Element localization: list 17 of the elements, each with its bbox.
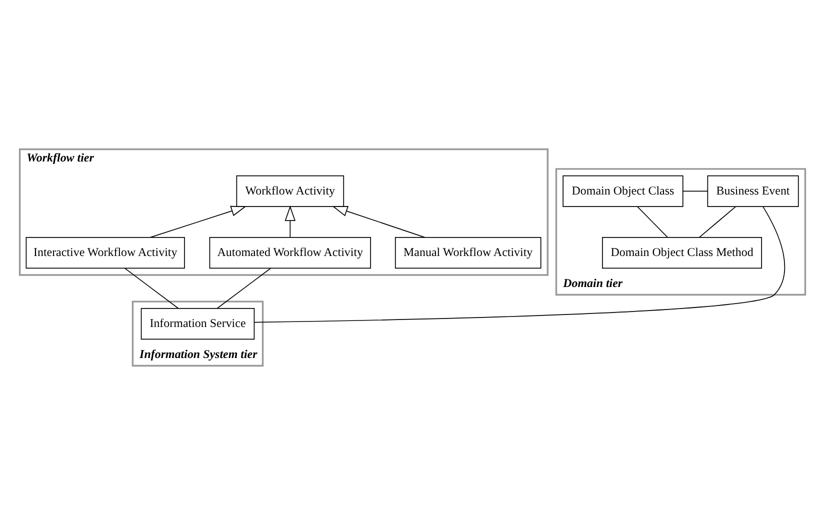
node-box: Domain Object Class Method — [602, 236, 762, 269]
node-box: Interactive Workflow Activity — [26, 236, 185, 269]
node-box: Workflow Activity — [236, 175, 344, 208]
node-box: Information Service — [140, 308, 255, 340]
node-box: Automated Workflow Activity — [209, 236, 371, 269]
connector — [698, 206, 736, 238]
arrow — [284, 206, 296, 238]
connector — [637, 206, 668, 238]
node-box: Business Event — [707, 175, 799, 208]
connector — [254, 206, 786, 323]
connector — [216, 268, 271, 309]
connector — [682, 190, 708, 192]
connector — [124, 268, 179, 309]
arrow — [150, 206, 246, 238]
node-box: Manual Workflow Activity — [394, 236, 542, 269]
arrow — [332, 206, 426, 238]
node-box: Domain Object Class — [562, 175, 684, 208]
